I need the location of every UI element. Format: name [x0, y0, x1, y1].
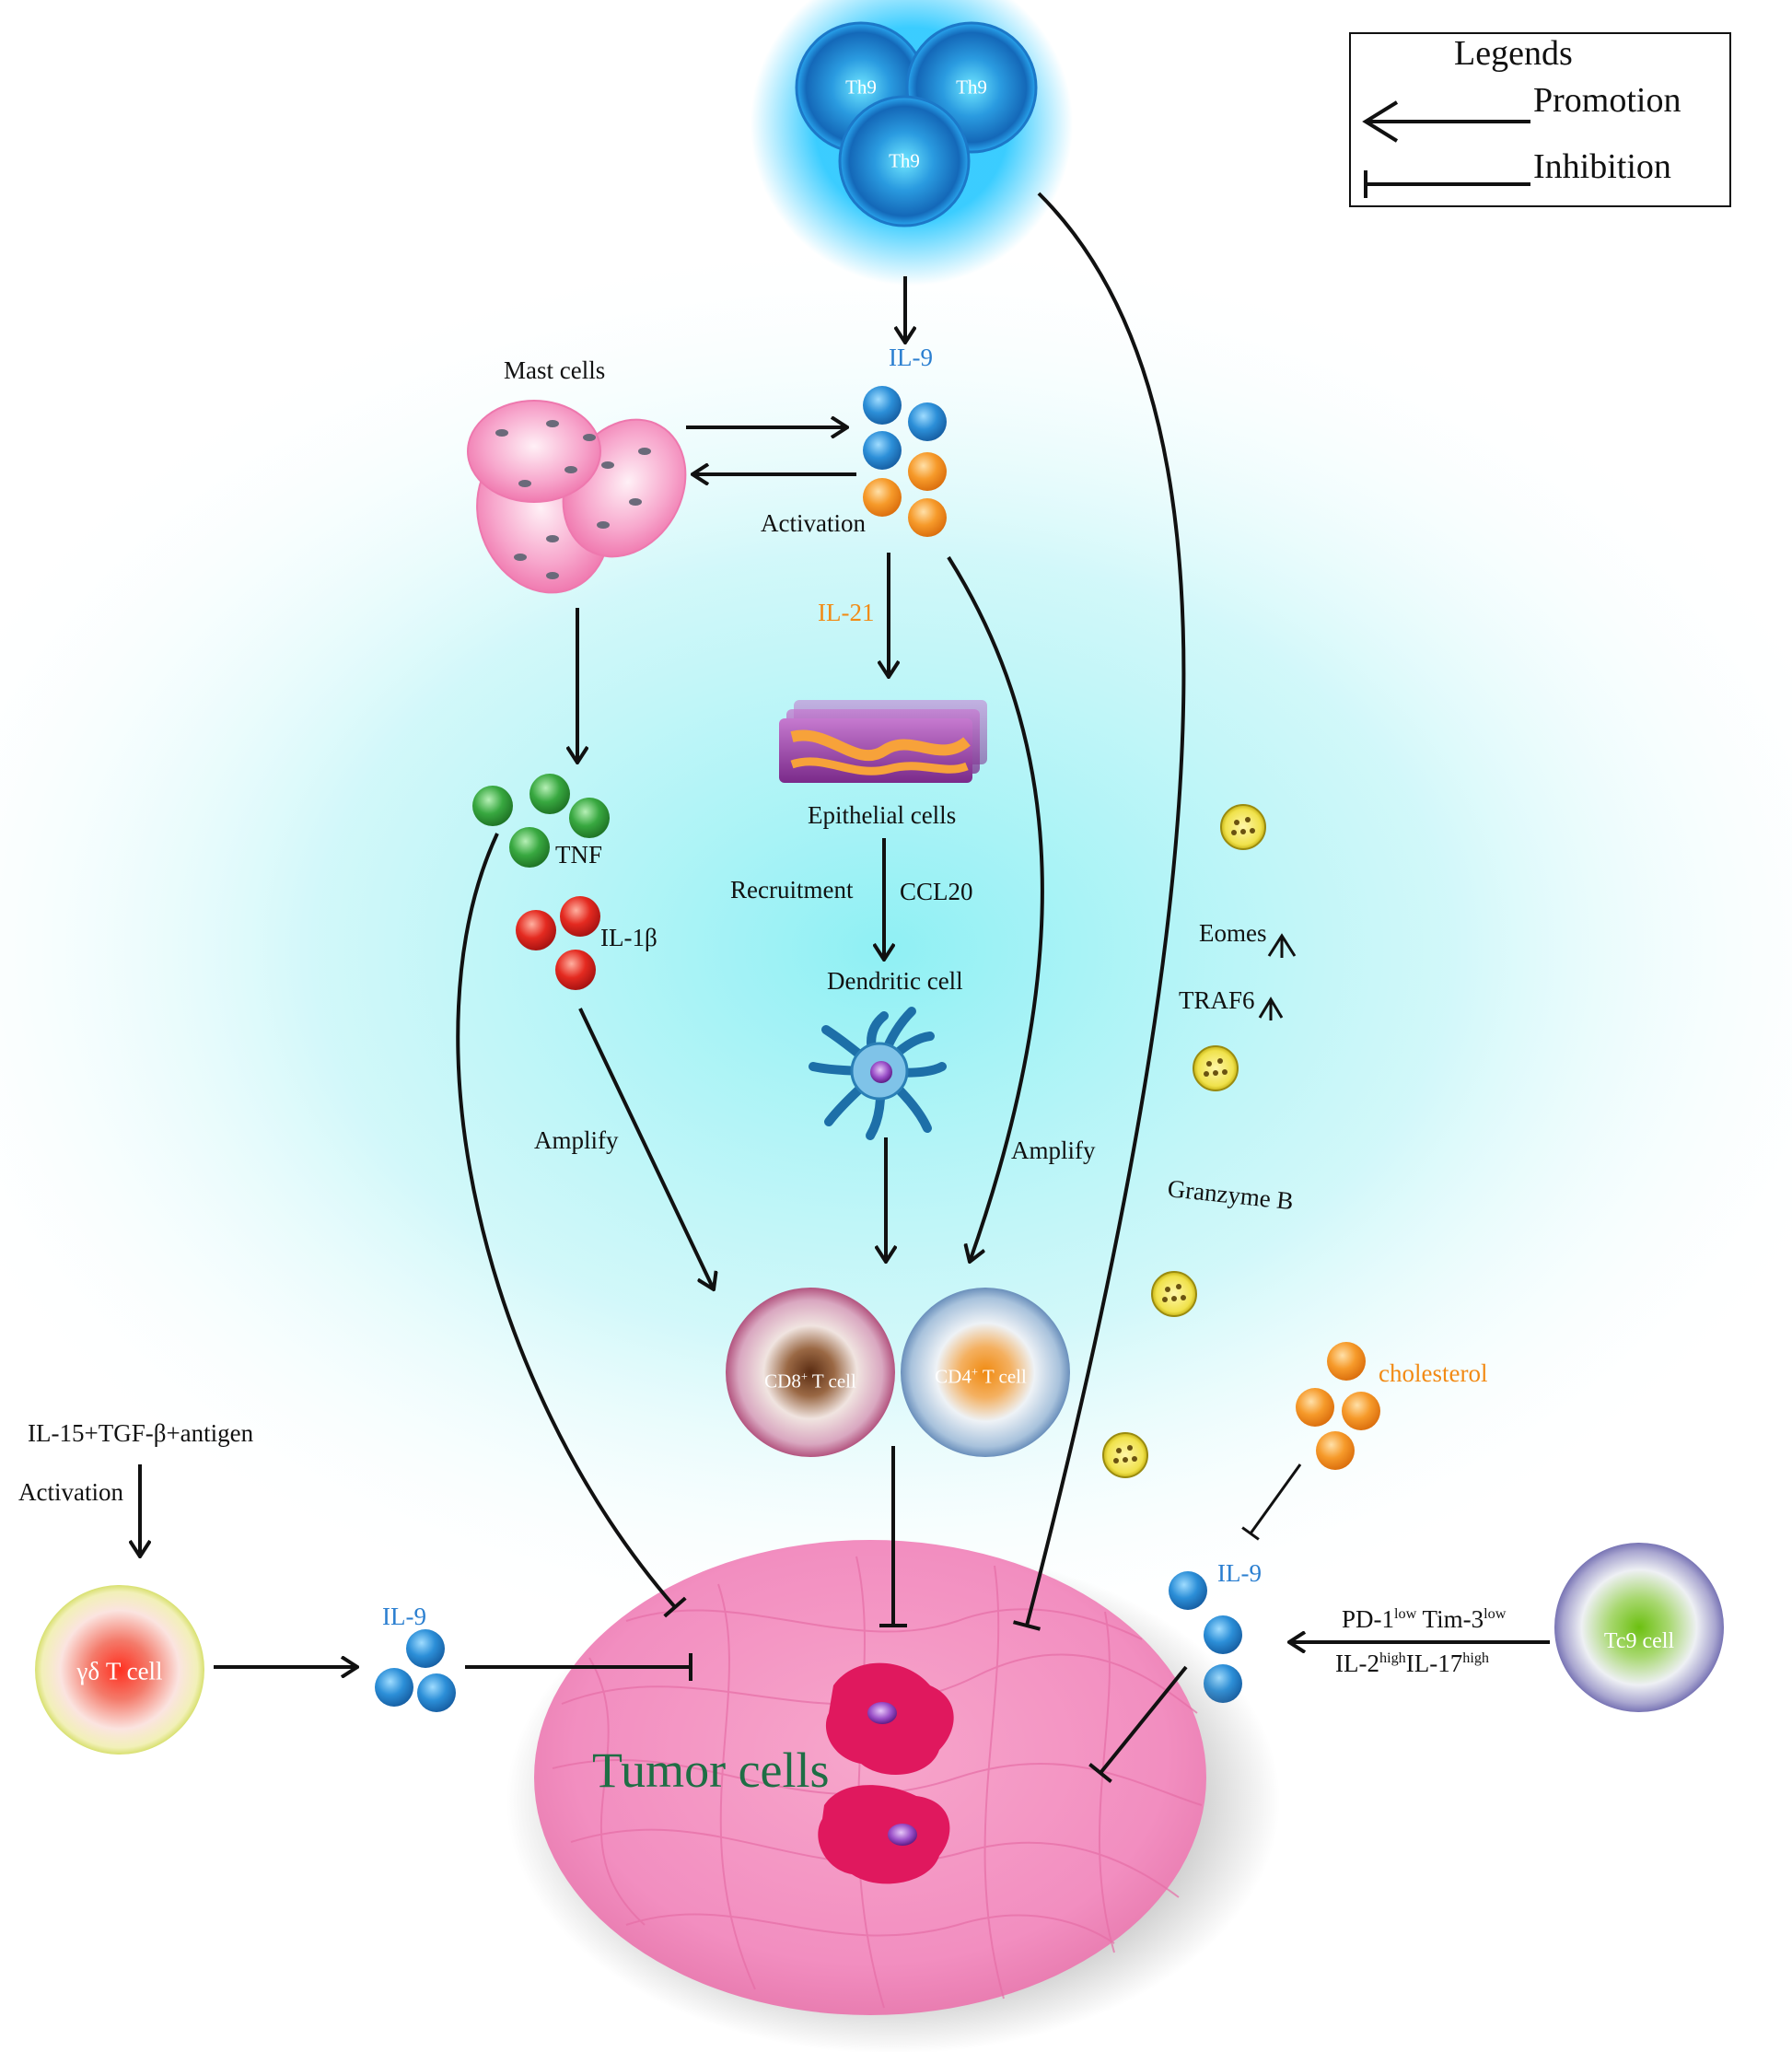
tc9-cell: [1554, 1543, 1724, 1712]
il9-left-cluster: [375, 1629, 456, 1712]
background-glow: [0, 230, 1792, 1667]
cholesterol-label: cholesterol: [1379, 1359, 1488, 1387]
th9-inhibit-tumor-line: [1012, 192, 1186, 1631]
il2-il17-label: IL-2highIL-17high: [1335, 1650, 1490, 1677]
recruitment-label: Recruitment: [730, 876, 854, 904]
traf6-up-arrow: [1258, 997, 1284, 1020]
legend-box: Legends Promotion Inhibition: [1349, 32, 1731, 207]
th9-label-2: Th9: [956, 76, 987, 99]
eomes-label: Eomes: [1199, 919, 1267, 947]
tumor-cell-2: [818, 1785, 950, 1884]
th9-cluster: [751, 0, 1073, 286]
tc9-cell-label: Tc9 cell: [1603, 1629, 1675, 1653]
traf6-label: TRAF6: [1179, 986, 1255, 1014]
amplify-left-label: Amplify: [534, 1126, 619, 1154]
il9-amplify-cd4-arrow: [947, 555, 1044, 1262]
legend-title: Legends: [1454, 34, 1573, 73]
legend-promotion: Promotion: [1533, 81, 1681, 120]
cholesterol-inhibit-il9-line: [1241, 1463, 1302, 1541]
dendritic-cell: [809, 1007, 947, 1140]
il1b-label: IL-1β: [600, 924, 657, 951]
cd4-t-cell: [901, 1288, 1070, 1457]
il21-label: IL-21: [818, 599, 875, 626]
tumor-cells-label: Tumor cells: [592, 1743, 830, 1798]
il9-top-label: IL-9: [889, 344, 933, 371]
il9-right-label: IL-9: [1217, 1559, 1262, 1587]
mast-cells-label: Mast cells: [504, 356, 606, 384]
activation-top-label: Activation: [761, 509, 866, 537]
il1b-to-cd8-arrow: [578, 1008, 714, 1289]
dendritic-cell-label: Dendritic cell: [827, 967, 963, 995]
cholesterol-cluster: [1296, 1342, 1380, 1470]
gd-t-cell: [35, 1585, 204, 1755]
tumor-cell-1: [825, 1662, 954, 1775]
cd4-label: CD4+ T cell: [935, 1365, 1027, 1388]
eomes-up-arrow: [1267, 933, 1297, 958]
cd8-t-cell: [726, 1288, 895, 1457]
tnf-inhibit-tumor-line: [456, 833, 687, 1618]
epithelial-cells: [779, 700, 987, 783]
gd-t-cell-label: γδ T cell: [76, 1657, 163, 1685]
il1b-cluster: [516, 896, 600, 990]
il15-label: IL-15+TGF-β+antigen: [28, 1419, 254, 1447]
promotion-arrow-icon: [1362, 100, 1530, 143]
tnf-cluster: [472, 774, 610, 868]
epithelial-cells-label: Epithelial cells: [808, 801, 957, 829]
ccl20-label: CCL20: [900, 878, 973, 905]
cd8-label: CD8+ T cell: [764, 1370, 856, 1393]
tnf-label: TNF: [555, 841, 603, 869]
amplify-right-label: Amplify: [1011, 1137, 1096, 1164]
legend-inhibition: Inhibition: [1533, 147, 1671, 186]
il9-left-label: IL-9: [382, 1603, 426, 1630]
activation-left-label: Activation: [18, 1478, 123, 1506]
il9-il21-cluster: [863, 386, 947, 537]
il9-right-inhibit-tumor-line: [1088, 1665, 1188, 1783]
th9-label-3: Th9: [889, 149, 920, 172]
mast-cells: [467, 400, 687, 594]
th9-label-1: Th9: [845, 76, 877, 99]
pd1-tim3-label: PD-1low Tim-3low: [1342, 1605, 1507, 1633]
inhibition-bar-icon: [1364, 170, 1530, 198]
